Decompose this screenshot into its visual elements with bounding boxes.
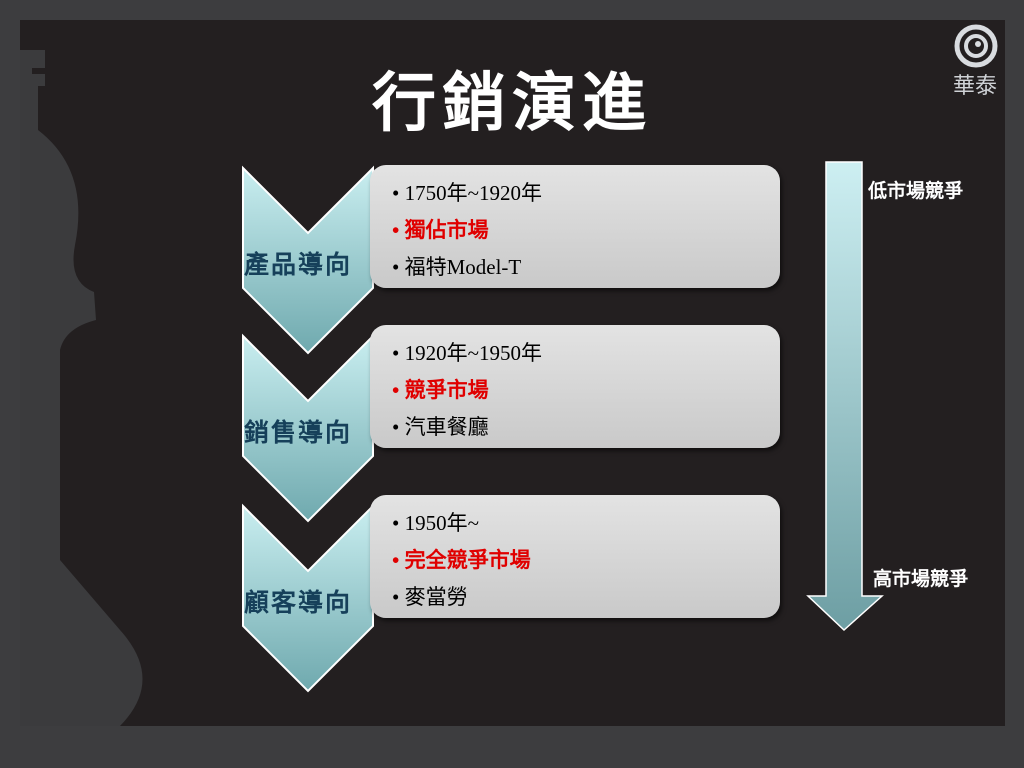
example-item: 麥當勞 <box>392 579 780 616</box>
low-competition-label: 低市場競爭 <box>868 180 964 202</box>
arrow-down-icon <box>806 161 884 632</box>
high-competition-label: 高市場競爭 <box>873 568 969 590</box>
period-item: 1920年~1950年 <box>392 335 780 372</box>
example-item: 福特Model-T <box>392 249 780 286</box>
stage-customer: 顧客導向 1950年~ 完全競爭市場 麥當勞 <box>240 495 800 693</box>
period-item: 1750年~1920年 <box>392 175 780 212</box>
market-type-item: 競爭市場 <box>392 372 780 409</box>
slide-title: 行銷演進 <box>372 66 652 141</box>
stage-detail-box: 1920年~1950年 競爭市場 汽車餐廳 <box>370 325 780 448</box>
stage-sales: 銷售導向 1920年~1950年 競爭市場 汽車餐廳 <box>240 325 800 523</box>
example-item: 汽車餐廳 <box>392 409 780 446</box>
chevron-down-icon <box>242 503 374 693</box>
stage-label: 顧客導向 <box>244 588 353 617</box>
stage-product: 產品導向 1750年~1920年 獨佔市場 福特Model-T <box>240 165 800 355</box>
stage-detail-box: 1750年~1920年 獨佔市場 福特Model-T <box>370 165 780 288</box>
chevron-down-icon <box>242 165 374 355</box>
market-type-item: 獨佔市場 <box>392 212 780 249</box>
period-item: 1950年~ <box>392 505 780 542</box>
stage-label: 產品導向 <box>244 250 353 279</box>
stage-label: 銷售導向 <box>244 418 353 447</box>
logo-text: 華泰 <box>952 74 997 99</box>
market-type-item: 完全競爭市場 <box>392 542 780 579</box>
chevron-down-icon <box>242 333 374 523</box>
logo-swirl-icon <box>954 24 998 68</box>
chess-piece-silhouette <box>20 50 143 726</box>
stage-detail-box: 1950年~ 完全競爭市場 麥當勞 <box>370 495 780 618</box>
